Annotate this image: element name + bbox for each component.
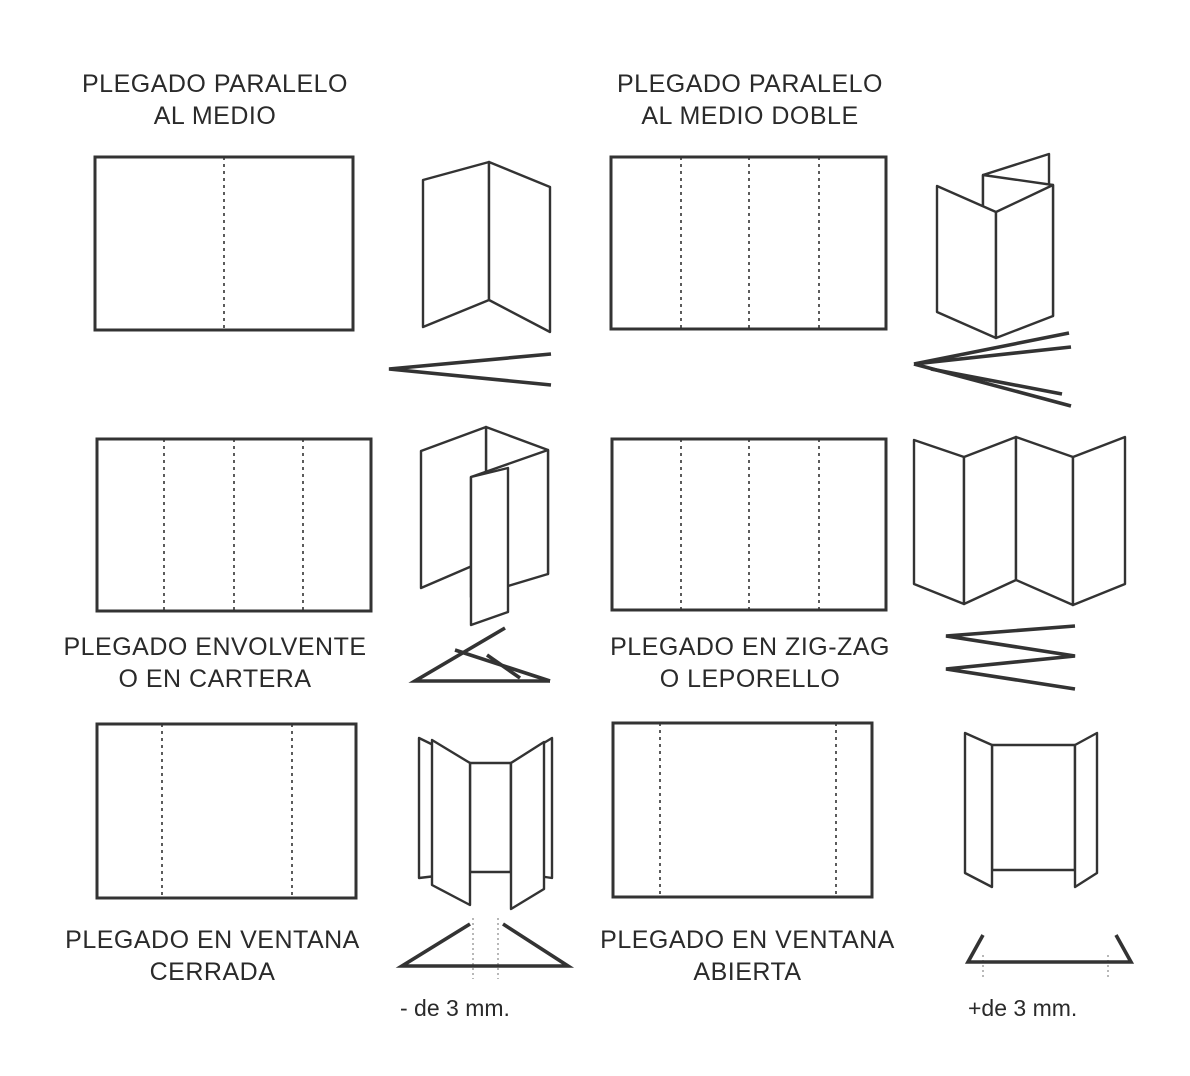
parallel-half-folded: [421, 160, 552, 334]
caption-line: PLEGADO EN VENTANA: [65, 926, 360, 954]
caption-window-open: PLEGADO EN VENTANA ABIERTA: [550, 924, 945, 988]
caption-window-closed: PLEGADO EN VENTANA CERRADA: [15, 924, 410, 988]
caption-line: AL MEDIO DOBLE: [641, 102, 859, 130]
zigzag-folded: [912, 435, 1127, 607]
parallel-double-folded: [935, 152, 1055, 340]
window-open-profile: [964, 934, 1135, 979]
wrap-sheet: [95, 437, 373, 613]
parallel-half-profile: [388, 352, 552, 387]
note-less-than-3mm: - de 3 mm.: [400, 995, 510, 1021]
window-closed-folded: [417, 736, 554, 911]
caption-wrap: PLEGADO ENVOLVENTE O EN CARTERA: [15, 631, 415, 695]
parallel-half-sheet: [93, 155, 355, 332]
caption-line: PLEGADO PARALELO: [82, 70, 348, 98]
parallel-double-sheet: [609, 155, 888, 331]
wrap-profile: [408, 626, 551, 683]
caption-line: CERRADA: [149, 958, 276, 986]
window-closed-sheet: [95, 722, 358, 900]
wrap-folded: [419, 425, 550, 627]
window-open-sheet: [611, 721, 874, 899]
window-open-folded: [963, 731, 1099, 889]
zigzag-profile: [945, 624, 1076, 691]
caption-line: O LEPORELLO: [659, 665, 841, 693]
caption-line: PLEGADO EN VENTANA: [600, 926, 895, 954]
caption-parallel-half: PLEGADO PARALELO AL MEDIO: [30, 68, 400, 132]
window-closed-profile: [395, 918, 575, 979]
caption-line: ABIERTA: [693, 958, 802, 986]
caption-line: PLEGADO EN ZIG-ZAG: [610, 633, 890, 661]
note-more-than-3mm: +de 3 mm.: [968, 995, 1078, 1021]
caption-line: PLEGADO ENVOLVENTE: [63, 633, 367, 661]
zigzag-sheet: [610, 437, 888, 612]
caption-line: AL MEDIO: [153, 102, 277, 130]
caption-zigzag: PLEGADO EN ZIG-ZAG O LEPORELLO: [560, 631, 940, 695]
caption-line: O EN CARTERA: [118, 665, 312, 693]
caption-line: PLEGADO PARALELO: [617, 70, 883, 98]
caption-parallel-double: PLEGADO PARALELO AL MEDIO DOBLE: [560, 68, 940, 132]
parallel-double-profile: [913, 331, 1072, 408]
